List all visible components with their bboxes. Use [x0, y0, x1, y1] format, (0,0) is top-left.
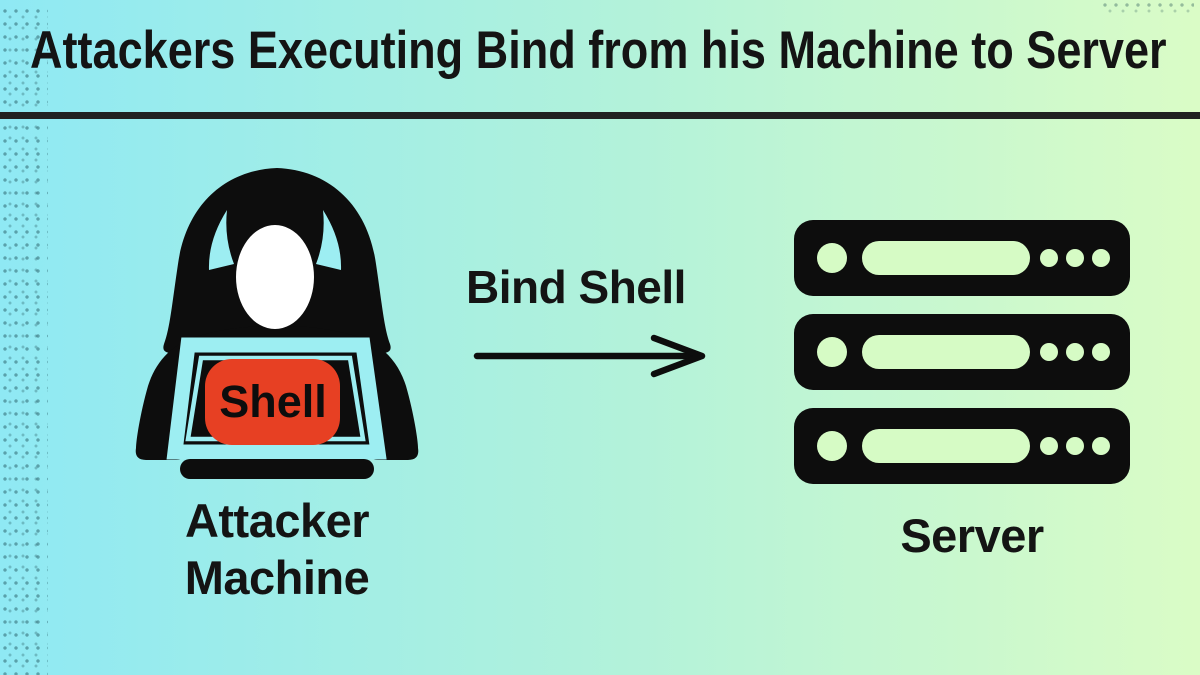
laptop-screen-inset: [185, 355, 366, 442]
server-unit-2: [794, 314, 1130, 390]
attacker-face: [236, 225, 314, 329]
attacker-machine-label: Attacker Machine: [108, 492, 446, 606]
halftone-dots-left: [2, 8, 48, 675]
server-unit-1: [794, 220, 1130, 296]
server-icon: [794, 220, 1130, 484]
attacker-label-line1: Attacker: [184, 494, 370, 547]
attacker-machine-icon: Shell: [135, 168, 419, 479]
server-label: Server: [900, 509, 1044, 562]
hood-drape-gap-left: [208, 210, 234, 270]
attacker-label-line2: Machine: [184, 551, 370, 604]
server-unit-3: [794, 408, 1130, 484]
shell-badge-label: Shell: [219, 376, 327, 427]
title-divider: [0, 112, 1200, 119]
halftone-dots-top-right: [1102, 2, 1194, 15]
page-title: Attackers Executing Bind from his Machin…: [30, 21, 1167, 80]
laptop-base: [180, 459, 374, 479]
bind-arrow-icon: [473, 334, 706, 378]
arrow-head: [650, 334, 706, 378]
bind-shell-label: Bind Shell: [466, 261, 686, 313]
hood-drape-gap-right: [316, 210, 342, 270]
shell-badge: [205, 359, 340, 445]
